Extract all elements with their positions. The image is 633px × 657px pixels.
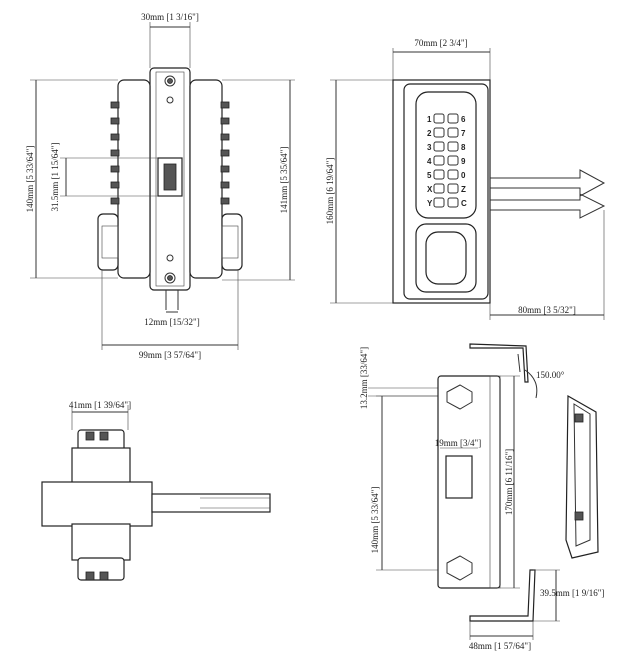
svg-text:5: 5 bbox=[427, 171, 432, 180]
svg-text:C: C bbox=[461, 199, 467, 208]
svg-text:1: 1 bbox=[427, 115, 432, 124]
dim-side-depth: 99mm [3 57/64"] bbox=[139, 350, 201, 360]
svg-text:Y: Y bbox=[427, 199, 433, 208]
top-view: 41mm [1 39/64"] bbox=[41, 400, 271, 581]
dim-side-width: 30mm [1 3/16"] bbox=[141, 12, 199, 22]
dim-strike-flange: 39.5mm [1 9/16"] bbox=[540, 588, 604, 598]
dim-front-bolt: 80mm [3 5/32"] bbox=[518, 305, 576, 315]
svg-text:0: 0 bbox=[461, 171, 466, 180]
dim-strike-window: 19mm [3/4"] bbox=[435, 438, 481, 448]
dim-front-width: 70mm [2 3/4"] bbox=[414, 38, 467, 48]
svg-text:8: 8 bbox=[461, 143, 466, 152]
dim-strike-height: 170mm [6 11/16"] bbox=[504, 449, 514, 515]
dim-side-bolt: 12mm [15/32"] bbox=[144, 317, 199, 327]
svg-text:6: 6 bbox=[461, 115, 466, 124]
dim-side-inner: 31.5mm [1 15/64"] bbox=[50, 143, 60, 212]
svg-text:4: 4 bbox=[427, 157, 432, 166]
side-right-keys bbox=[220, 101, 230, 205]
side-left-keys bbox=[110, 101, 120, 205]
dim-strike-offset: 13.2mm [33/64"] bbox=[359, 347, 369, 409]
strike-plate-view: 13.2mm [33/64"] 140mm [5 33/64"] 19mm [3… bbox=[359, 343, 604, 651]
svg-text:7: 7 bbox=[461, 129, 466, 138]
dim-side-height-right: 141mm [5 35/64"] bbox=[279, 147, 289, 214]
dim-side-height-left: 140mm [5 33/64"] bbox=[25, 146, 35, 213]
svg-text:9: 9 bbox=[461, 157, 466, 166]
svg-text:Z: Z bbox=[461, 185, 466, 194]
front-view: 70mm [2 3/4"] 160mm [6 19/64"] 1 2 3 4 5… bbox=[325, 38, 606, 320]
svg-text:2: 2 bbox=[427, 129, 432, 138]
side-view: 30mm [1 3/16"] bbox=[25, 12, 295, 360]
dim-top-width: 41mm [1 39/64"] bbox=[69, 400, 131, 410]
dim-strike-holes: 140mm [5 33/64"] bbox=[370, 487, 380, 554]
svg-text:3: 3 bbox=[427, 143, 432, 152]
dim-strike-base: 48mm [1 57/64"] bbox=[469, 641, 531, 651]
dim-front-height: 160mm [6 19/64"] bbox=[325, 158, 335, 225]
svg-text:X: X bbox=[427, 185, 433, 194]
keypad: 1 2 3 4 5 X Y 6 7 8 9 0 Z bbox=[427, 113, 467, 208]
dim-strike-angle: 150.00° bbox=[536, 370, 565, 380]
